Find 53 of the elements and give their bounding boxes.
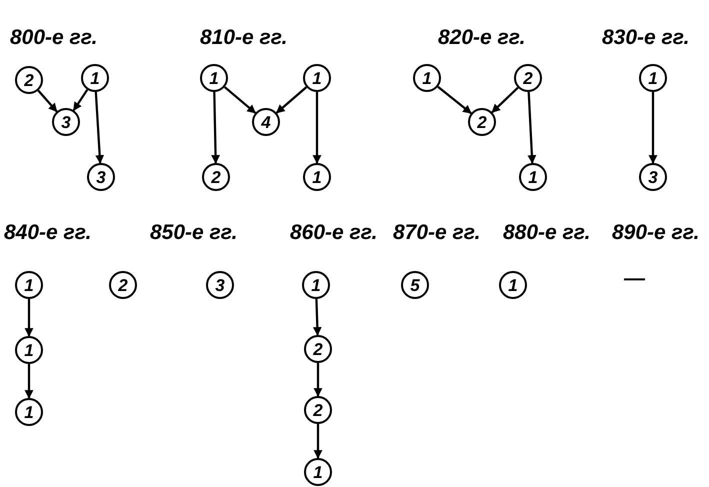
- number-circle: 1: [519, 163, 547, 191]
- arrow: [491, 86, 519, 114]
- decade-heading: 840-е гг.: [4, 222, 92, 243]
- number-circle: 2: [304, 335, 332, 363]
- decade-heading: 800-е гг.: [10, 27, 98, 48]
- number-circle: 2: [468, 108, 496, 136]
- arrow: [72, 89, 88, 112]
- number-circle: 2: [514, 64, 542, 92]
- arrow: [24, 364, 34, 399]
- decade-heading: 860-е гг.: [290, 222, 378, 243]
- arrow: [211, 92, 220, 164]
- arrow: [437, 86, 472, 114]
- number-circle: 1: [304, 458, 332, 486]
- number-circle: 1: [15, 398, 43, 426]
- number-circle: 3: [639, 163, 667, 191]
- decade-heading: 870-е гг.: [393, 222, 481, 243]
- number-circle: 1: [303, 163, 331, 191]
- arrow: [94, 92, 104, 164]
- arrow: [648, 92, 658, 164]
- decade-heading: 880-е гг.: [503, 222, 591, 243]
- arrow: [314, 363, 322, 397]
- number-circle: 2: [202, 163, 230, 191]
- decade-heading: 890-е гг.: [612, 222, 700, 243]
- arrow: [224, 86, 256, 114]
- decade-heading: 820-е гг.: [438, 27, 526, 48]
- number-circle: 5: [401, 271, 429, 299]
- number-circle: 1: [15, 336, 43, 364]
- number-circle: 1: [81, 64, 109, 92]
- number-circle: 3: [52, 108, 80, 136]
- arrow: [528, 92, 536, 164]
- number-circle: 2: [109, 271, 137, 299]
- number-circle: 1: [15, 271, 43, 299]
- number-circle: 2: [15, 66, 43, 94]
- arrow: [24, 299, 34, 337]
- decade-heading: 830-е гг.: [602, 27, 690, 48]
- arrow: [314, 424, 322, 459]
- arrow: [312, 92, 322, 164]
- number-circle: 3: [206, 271, 234, 299]
- dash-mark: —: [624, 268, 645, 289]
- decade-heading: 850-е гг.: [150, 222, 238, 243]
- arrow: [37, 90, 58, 112]
- number-circle: 1: [200, 64, 228, 92]
- number-circle: 1: [302, 271, 330, 299]
- number-circle: 1: [499, 271, 527, 299]
- number-circle: 1: [639, 64, 667, 92]
- number-circle: 1: [413, 64, 441, 92]
- decade-heading: 810-е гг.: [200, 27, 288, 48]
- number-circle: 4: [252, 108, 280, 136]
- number-circle: 3: [87, 163, 115, 191]
- number-circle: 1: [303, 64, 331, 92]
- number-circle: 2: [304, 396, 332, 424]
- arrow: [312, 298, 322, 336]
- arrow: [276, 86, 308, 114]
